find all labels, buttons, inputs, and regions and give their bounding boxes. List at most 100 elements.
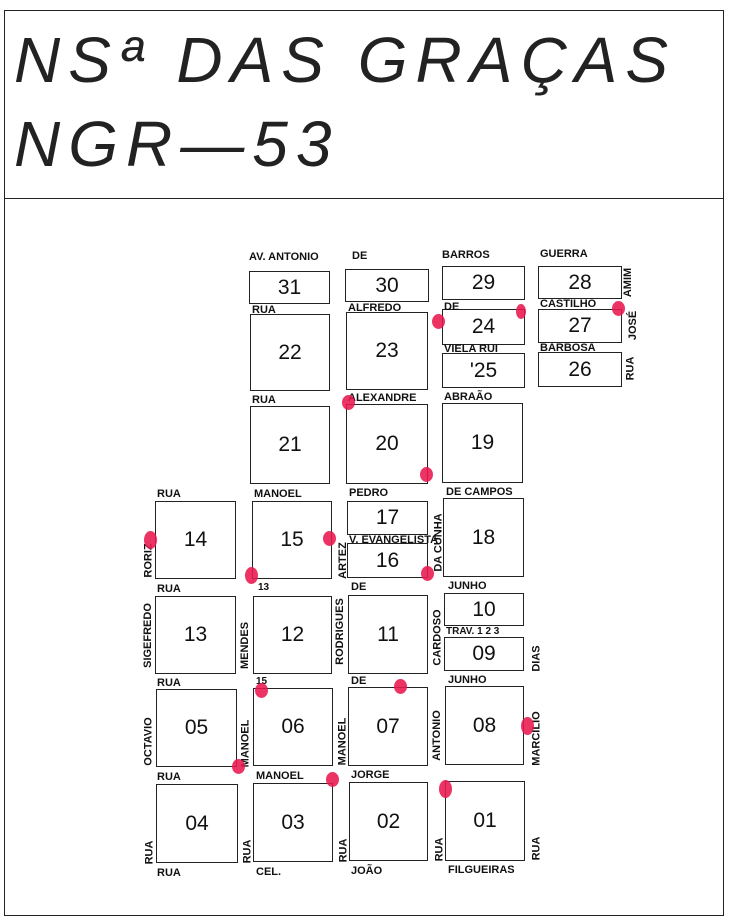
street-label-vertical: MENDES — [239, 621, 252, 670]
block-28[interactable]: 28 — [538, 266, 622, 299]
street-label: JOÃO — [351, 865, 383, 877]
block-31[interactable]: 31 — [249, 271, 330, 304]
block-16[interactable]: 16 — [347, 543, 428, 578]
street-label: BARROS — [442, 249, 490, 261]
street-label-vertical: OCTAVIO — [142, 717, 155, 766]
block-15[interactable]: 15 — [252, 501, 332, 579]
street-label-vertical: RUA — [530, 836, 543, 861]
marker-dot[interactable] — [439, 780, 452, 798]
marker-dot[interactable] — [612, 301, 625, 316]
block-14[interactable]: 14 — [155, 501, 236, 579]
street-label: FILGUEIRAS — [448, 864, 515, 876]
block-29[interactable]: 29 — [442, 266, 525, 300]
block-01[interactable]: 01 — [445, 781, 525, 861]
block-03[interactable]: 03 — [253, 783, 333, 862]
street-label-vertical: ARTEZ — [336, 542, 349, 579]
street-label: ALEXANDRE — [348, 392, 417, 404]
block-09[interactable]: 09 — [444, 637, 524, 671]
marker-dot[interactable] — [516, 304, 526, 319]
street-label: DE CAMPOS — [446, 486, 513, 498]
street-label: ABRAÃO — [444, 391, 493, 403]
block-24[interactable]: 24 — [442, 309, 525, 345]
map-title-line1: NSª DAS GRAÇAS — [14, 24, 677, 96]
block-12[interactable]: 12 — [253, 596, 332, 674]
street-label: AV. ANTONIO — [249, 251, 319, 263]
street-label: DE — [444, 301, 460, 313]
street-label: CASTILHO — [540, 298, 597, 310]
block-06[interactable]: 06 — [253, 688, 333, 766]
marker-dot[interactable] — [421, 566, 434, 581]
block-30[interactable]: 30 — [345, 269, 429, 302]
block-22[interactable]: 22 — [250, 314, 330, 391]
street-label-vertical: AMIM — [622, 267, 635, 298]
block-07[interactable]: 07 — [348, 687, 428, 766]
street-label-vertical: SIGEFREDO — [141, 603, 154, 668]
block-02[interactable]: 02 — [349, 782, 428, 861]
street-label: RUA — [157, 583, 181, 595]
street-label: GUERRA — [540, 248, 588, 260]
street-label-vertical: CARDOSO — [431, 609, 444, 666]
street-label-vertical: RUA — [143, 840, 156, 865]
street-label: JUNHO — [448, 674, 487, 686]
marker-dot[interactable] — [245, 567, 258, 584]
marker-dot[interactable] — [323, 531, 336, 546]
street-label: CEL. — [256, 866, 282, 878]
street-label-vertical: JOSÉ — [627, 310, 640, 341]
street-label: 15 — [256, 676, 268, 687]
block-23[interactable]: 23 — [346, 312, 428, 390]
street-label: VIELA RUI — [444, 343, 498, 355]
street-label: DE — [351, 581, 367, 593]
street-label-vertical: RODRIGUES — [333, 598, 346, 665]
block-08[interactable]: 08 — [445, 686, 524, 765]
street-label: DE — [352, 250, 368, 262]
street-label-vertical: DIAS — [530, 645, 543, 672]
block-21[interactable]: 21 — [250, 406, 330, 484]
street-label: ALFREDO — [348, 302, 402, 314]
street-label: JUNHO — [448, 580, 487, 592]
block-13[interactable]: 13 — [155, 596, 236, 674]
marker-dot[interactable] — [432, 314, 445, 329]
block-10[interactable]: 10 — [444, 593, 524, 626]
marker-dot[interactable] — [326, 772, 339, 787]
street-label: DE — [351, 675, 367, 687]
block-25[interactable]: '25 — [442, 353, 525, 388]
marker-dot[interactable] — [521, 717, 534, 735]
marker-dot[interactable] — [420, 467, 433, 482]
street-label: PEDRO — [349, 487, 389, 499]
street-label: V. EVANGELISTA — [349, 534, 439, 546]
block-20[interactable]: 20 — [346, 404, 428, 484]
street-label: RUA — [252, 304, 276, 316]
street-label-vertical: RUA — [241, 839, 254, 864]
marker-dot[interactable] — [394, 679, 407, 694]
street-label: MANOEL — [256, 770, 304, 782]
street-label-vertical: MANOEL — [336, 717, 349, 766]
street-label: RUA — [157, 677, 181, 689]
block-26[interactable]: 26 — [538, 352, 622, 387]
street-label: MANOEL — [254, 488, 302, 500]
street-label: JORGE — [351, 769, 390, 781]
block-11[interactable]: 11 — [348, 595, 428, 674]
street-label-vertical: DA CUNHA — [432, 513, 445, 572]
street-label: TRAV. 1 2 3 — [446, 626, 500, 637]
street-label-vertical: RUA — [624, 356, 637, 381]
block-05[interactable]: 05 — [156, 689, 237, 767]
block-27[interactable]: 27 — [538, 309, 622, 343]
marker-dot[interactable] — [255, 683, 268, 698]
marker-dot[interactable] — [232, 759, 245, 774]
street-label: RUA — [252, 394, 276, 406]
street-label-vertical: RUA — [433, 837, 446, 862]
block-04[interactable]: 04 — [156, 784, 238, 863]
header-divider — [4, 198, 724, 199]
block-19[interactable]: 19 — [442, 403, 523, 483]
street-label: RUA — [157, 488, 181, 500]
block-18[interactable]: 18 — [443, 498, 524, 577]
street-label-vertical: ANTONIO — [430, 710, 443, 761]
street-label: BARBOSA — [540, 342, 596, 354]
marker-dot[interactable] — [144, 531, 157, 549]
map-title-line2: NGR—53 — [14, 108, 340, 180]
street-label-vertical: RUA — [337, 838, 350, 863]
block-17[interactable]: 17 — [347, 501, 428, 535]
marker-dot[interactable] — [342, 395, 355, 410]
map-frame — [4, 10, 724, 916]
street-label: 13 — [258, 582, 270, 593]
